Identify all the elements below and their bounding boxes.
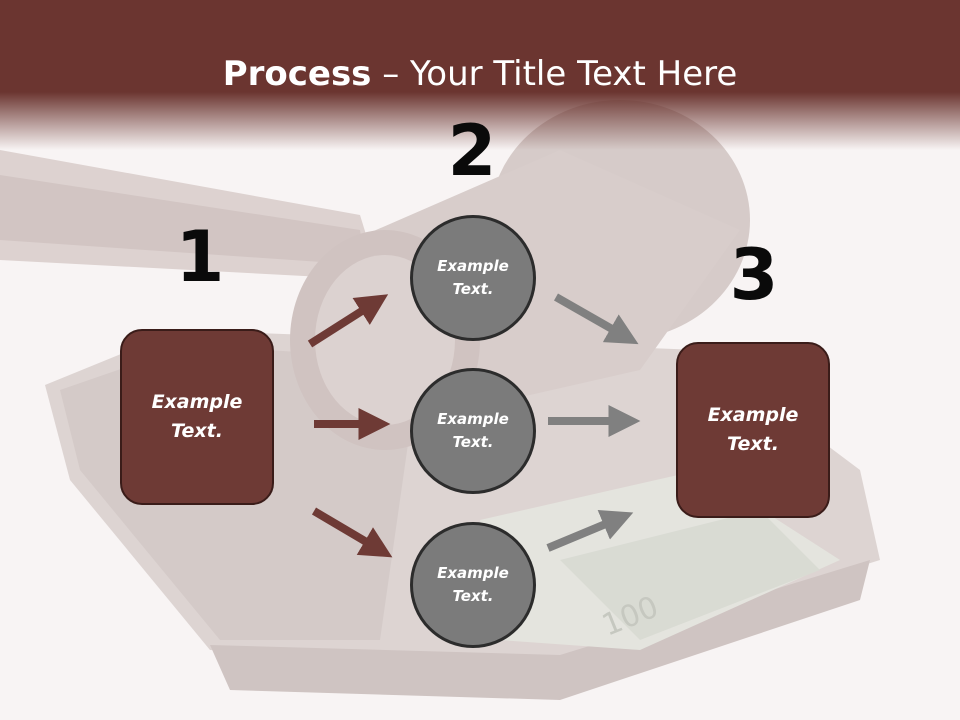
slide-title: Process – Your Title Text Here bbox=[0, 52, 960, 96]
step-number-1: 1 bbox=[175, 216, 225, 298]
circle-top-text: Example Text. bbox=[437, 257, 509, 298]
circle-bottom-text: Example Text. bbox=[437, 564, 509, 605]
process-circle-middle: Example Text. bbox=[410, 368, 536, 494]
title-bold: Process bbox=[222, 54, 372, 94]
step-number-2: 2 bbox=[447, 110, 497, 192]
title-rest: – Your Title Text Here bbox=[371, 54, 738, 94]
step-number-3: 3 bbox=[729, 234, 779, 316]
title-banner bbox=[0, 0, 960, 150]
circle-middle-text: Example Text. bbox=[437, 410, 509, 451]
right-box-text: Example Text. bbox=[707, 404, 799, 455]
left-process-box: Example Text. bbox=[120, 329, 274, 505]
right-process-box: Example Text. bbox=[676, 342, 830, 518]
left-box-text: Example Text. bbox=[151, 391, 243, 442]
process-circle-bottom: Example Text. bbox=[410, 522, 536, 648]
process-circle-top: Example Text. bbox=[410, 215, 536, 341]
